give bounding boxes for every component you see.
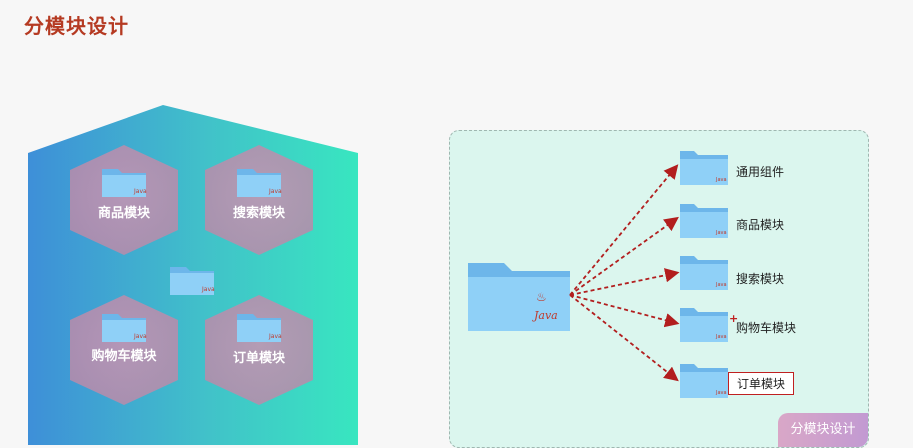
java-folder-icon: Java xyxy=(680,364,728,398)
page-title: 分模块设计 xyxy=(24,14,129,38)
node-label-product: 商品模块 xyxy=(736,218,785,232)
dependency-arrow xyxy=(569,294,680,328)
hex-shape xyxy=(70,295,178,405)
module-cube-figure: Java Java Java Java Java 商品模块 搜索模块 购物车模块… xyxy=(28,105,358,445)
java-folder-icon: Java xyxy=(680,151,728,185)
svg-text:Java: Java xyxy=(268,188,282,195)
node-label-order: 订单模块 xyxy=(728,372,795,395)
java-folder-icon: Java xyxy=(102,169,147,197)
center-java-folder-icon: Java xyxy=(170,267,215,295)
java-folder-icon: Java xyxy=(237,169,282,197)
root-java-folder-icon: ♨ Java xyxy=(468,263,570,331)
node-label-search: 搜索模块 xyxy=(736,272,785,286)
dependency-arrow xyxy=(569,294,679,382)
java-folder-icon: Java xyxy=(680,204,728,238)
svg-text:Java: Java xyxy=(715,390,727,396)
module-label-search: 搜索模块 xyxy=(232,206,285,221)
dependency-arrow xyxy=(569,216,679,296)
java-folder-icon: Java xyxy=(237,314,282,342)
module-label-cart: 购物车模块 xyxy=(91,349,157,364)
svg-text:Java: Java xyxy=(715,282,727,288)
java-folder-icon: Java xyxy=(680,256,728,290)
hex-shape xyxy=(70,145,178,255)
plus-marker: + xyxy=(729,312,739,325)
svg-text:Java: Java xyxy=(532,309,558,322)
svg-text:Java: Java xyxy=(715,230,727,236)
module-diagram-panel: ♨ Java Java Java Java Java Java 通用组件 商品模… xyxy=(449,130,869,448)
node-label-common: 通用组件 xyxy=(736,165,785,179)
svg-text:Java: Java xyxy=(268,333,282,340)
svg-text:Java: Java xyxy=(715,334,727,340)
svg-text:♨: ♨ xyxy=(536,290,547,304)
module-label-product: 商品模块 xyxy=(97,206,150,221)
module-label-order: 订单模块 xyxy=(232,351,285,366)
section-badge: 分模块设计 xyxy=(778,413,868,447)
hex-shape xyxy=(205,145,313,255)
hex-shape xyxy=(205,295,313,405)
svg-text:Java: Java xyxy=(201,286,215,293)
arrow-layer: ♨ Java Java Java Java Java Java xyxy=(468,151,728,398)
svg-text:Java: Java xyxy=(133,333,147,340)
java-folder-icon: Java xyxy=(102,314,147,342)
java-folder-icon: Java xyxy=(680,308,728,342)
svg-text:Java: Java xyxy=(715,177,727,183)
svg-text:Java: Java xyxy=(133,188,147,195)
node-label-cart: 购物车模块 xyxy=(736,321,797,335)
